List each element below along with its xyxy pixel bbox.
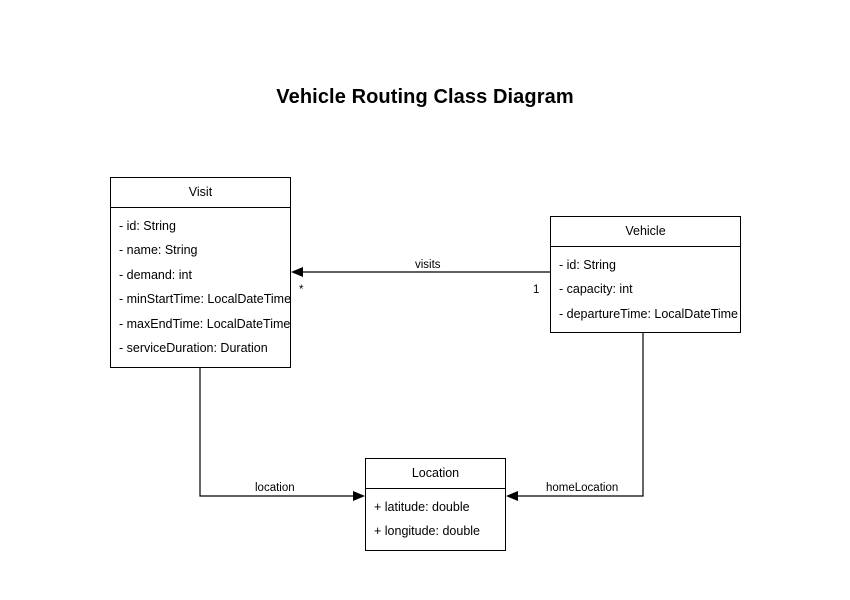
class-attributes-visit: - id: String - name: String - demand: in… — [111, 208, 292, 367]
multiplicity-visits-vehicle-side: 1 — [533, 284, 540, 296]
class-box-visit[interactable]: Visit - id: String - name: String - dema… — [110, 177, 291, 368]
class-attributes-location: + latitude: double + longitude: double — [366, 489, 505, 550]
class-attributes-vehicle: - id: String - capacity: int - departure… — [551, 247, 740, 333]
class-attribute: - id: String — [559, 257, 616, 272]
edge-label-location: location — [255, 482, 295, 494]
class-attribute: - minStartTime: LocalDateTime — [119, 292, 292, 306]
class-name-vehicle: Vehicle — [551, 217, 740, 247]
page-title: Vehicle Routing Class Diagram — [276, 86, 574, 108]
class-name-visit: Visit — [111, 178, 290, 208]
class-name-location: Location — [366, 459, 505, 489]
class-attribute: - maxEndTime: LocalDateTime — [119, 316, 291, 331]
class-attribute: + latitude: double — [374, 499, 470, 514]
edge-visits — [291, 267, 550, 277]
class-box-location[interactable]: Location + latitude: double + longitude:… — [365, 458, 506, 551]
class-attribute: + longitude: double — [374, 524, 480, 538]
class-attribute: - serviceDuration: Duration — [119, 341, 268, 355]
class-attribute: - capacity: int — [559, 282, 633, 296]
edge-location — [199, 360, 365, 501]
multiplicity-visits-visit-side: * — [299, 284, 304, 296]
class-attribute: - id: String — [119, 218, 176, 233]
edge-home-location — [506, 321, 644, 501]
class-attribute: - demand: int — [119, 267, 192, 282]
class-box-vehicle[interactable]: Vehicle - id: String - capacity: int - d… — [550, 216, 741, 333]
class-attribute: - name: String — [119, 243, 198, 257]
class-attribute: - departureTime: LocalDateTime — [559, 306, 739, 321]
edge-label-visits: visits — [415, 259, 441, 271]
edge-label-home-location: homeLocation — [546, 482, 619, 494]
